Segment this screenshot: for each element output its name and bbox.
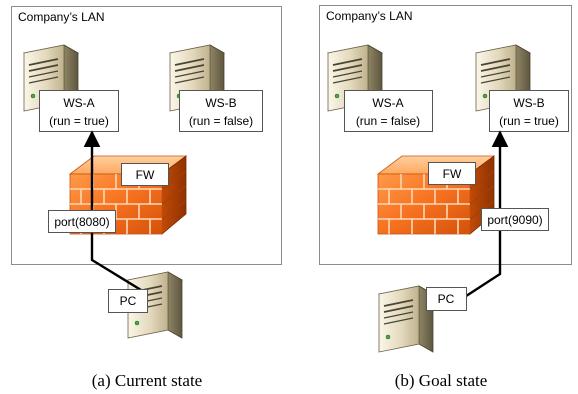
pc-label-box: PC xyxy=(108,289,148,313)
firewall-label-box: FW xyxy=(121,163,169,186)
ws-a-state: (run = false) xyxy=(356,114,420,128)
port-label-box: port(9090) xyxy=(481,208,549,231)
ws-a-name: WS-A xyxy=(372,96,403,110)
ws-b-state: (run = true) xyxy=(499,114,559,128)
ws-a-label-box: WS-A (run = false) xyxy=(344,90,433,132)
pc-label-box: PC xyxy=(426,287,467,311)
pc-label: PC xyxy=(438,292,455,306)
pc-icon xyxy=(378,285,434,353)
caption: (b) Goal state xyxy=(395,371,488,390)
pc-label: PC xyxy=(120,294,137,308)
ws-b-label-box: WS-B (run = true) xyxy=(489,90,569,132)
firewall-label: FW xyxy=(136,168,155,182)
ws-b-state: (run = false) xyxy=(189,114,253,128)
port-label-box: port(8080) xyxy=(48,210,116,233)
port-label: port(8080) xyxy=(54,215,109,229)
ws-b-label-box: WS-B (run = false) xyxy=(179,90,263,132)
lan-title: Company’s LAN xyxy=(18,10,104,24)
connection-arrow xyxy=(459,130,509,302)
panel-goal-state: Company’s LAN WS-A (run = false) WS-B (r… xyxy=(319,5,572,390)
ws-a-state: (run = true) xyxy=(49,114,109,128)
ws-a-name: WS-A xyxy=(63,96,94,110)
ws-a-label-box: WS-A (run = true) xyxy=(39,90,119,132)
caption: (a) Current state xyxy=(92,371,202,390)
connection-arrow xyxy=(83,130,142,292)
ws-b-name: WS-B xyxy=(513,96,544,110)
firewall-label: FW xyxy=(443,167,462,181)
port-label: port(9090) xyxy=(487,213,542,227)
panel-current-state: Company’s LAN WS-A (run = true) WS-B (ru… xyxy=(11,6,282,390)
firewall-label-box: FW xyxy=(428,162,476,185)
ws-b-name: WS-B xyxy=(205,96,236,110)
lan-title: Company’s LAN xyxy=(326,9,412,23)
